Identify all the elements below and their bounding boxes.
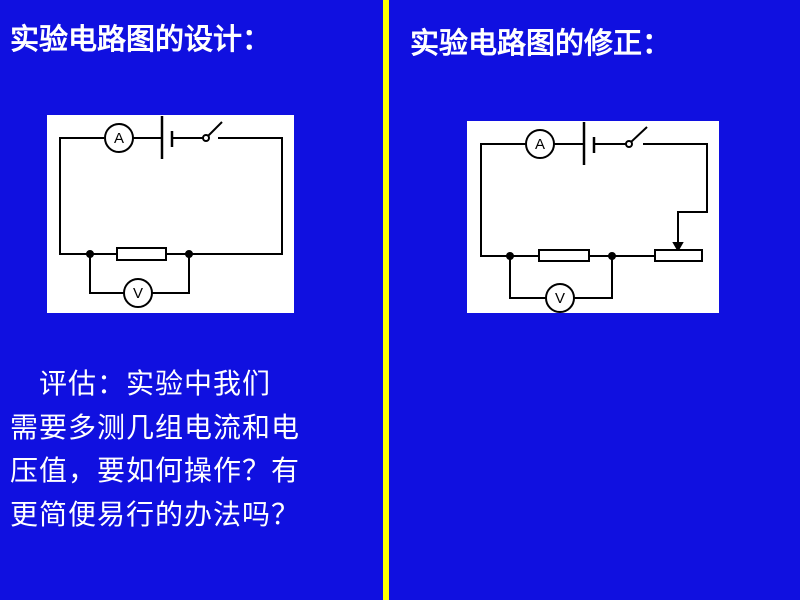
slider-arrow-icon <box>672 242 684 253</box>
wires <box>480 143 708 257</box>
evaluation-line: 更简便易行的办法吗？ <box>10 497 301 531</box>
rheostat-icon <box>654 249 703 262</box>
ammeter-label: A <box>114 130 124 147</box>
evaluation-line: 评估：实验中我们 <box>10 367 272 400</box>
switch-icon <box>625 140 633 148</box>
resistor-icon <box>116 247 167 261</box>
evaluation-line: 需要多测几组电流和电 <box>10 410 301 444</box>
voltmeter-icon <box>545 283 575 313</box>
circuit-diagram-corrected: A V <box>467 121 719 313</box>
voltmeter-icon <box>123 278 153 308</box>
voltmeter-label: V <box>133 285 143 302</box>
ammeter-label: A <box>535 136 545 153</box>
voltmeter-label: V <box>555 290 565 307</box>
resistor-icon <box>538 249 590 262</box>
panel-divider <box>383 0 389 600</box>
circuit-diagram-design: A V <box>47 115 294 313</box>
right-title: 实验电路图的修正： <box>410 26 672 60</box>
left-title: 实验电路图的设计： <box>10 22 272 56</box>
evaluation-text: 评估：实验中我们 需要多测几组电流和电 压值，要如何操作？有 更简便易行的办法吗… <box>10 362 370 536</box>
switch-icon <box>202 134 210 142</box>
evaluation-line: 压值，要如何操作？有 <box>10 454 301 487</box>
wires <box>59 137 283 255</box>
